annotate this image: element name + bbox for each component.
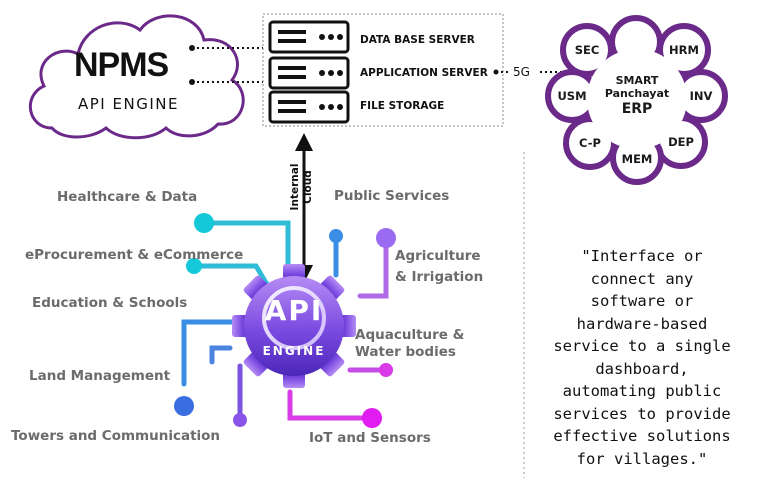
erp-node-mem: MEM <box>621 152 653 166</box>
erp-node-cp: C-P <box>579 136 601 150</box>
quote-line: "Interface or <box>581 247 703 265</box>
service-eprocurement-label: eProcurement & eCommerce <box>25 247 244 263</box>
npms-title: NPMS <box>74 46 169 84</box>
erp-center-line1: SMART <box>615 74 659 87</box>
quote-line: software or <box>590 292 694 310</box>
service-land-label: Land Management <box>29 368 171 384</box>
internal-cloud-line1: Internal <box>289 163 301 211</box>
erp-flower <box>545 15 728 185</box>
service-agriculture-label-1: Agriculture <box>395 248 481 264</box>
service-aquaculture-label-1: Aquaculture & <box>355 327 465 343</box>
service-aquaculture-label-2: Water bodies <box>355 344 456 360</box>
server-rack-icons <box>268 20 350 124</box>
service-connectors <box>181 220 389 423</box>
service-dots <box>174 213 396 428</box>
erp-center-line3: ERP <box>621 101 653 117</box>
erp-center-line2: Panchayat <box>604 87 670 100</box>
erp-node-inv: INV <box>689 89 713 103</box>
quote-line: hardware-based <box>576 314 708 333</box>
internal-cloud-label: Internal Cloud <box>289 157 319 217</box>
gear-engine-text: ENGINE <box>262 344 326 358</box>
erp-node-dep: DEP <box>668 135 694 149</box>
quote-line: dashboard, <box>595 359 689 378</box>
file-storage-label: FILE STORAGE <box>360 100 445 112</box>
service-public-label: Public Services <box>334 188 450 204</box>
erp-node-hrm: HRM <box>669 43 699 57</box>
service-agriculture-label-2: & Irrigation <box>395 269 484 285</box>
quote-block: "Interface or connect any software or ha… <box>528 245 756 470</box>
erp-node-usm: USM <box>557 89 587 103</box>
quote-line: connect any <box>590 269 694 288</box>
npms-subtitle: API ENGINE <box>78 95 179 113</box>
service-education-label: Education & Schools <box>32 295 188 311</box>
quote-line: for villages." <box>576 449 708 468</box>
quote-line: service to a single <box>553 337 731 355</box>
quote-line: automating public <box>562 382 722 400</box>
database-server-label: DATA BASE SERVER <box>360 34 475 46</box>
gear-api-text: API <box>264 294 324 327</box>
network-5g-label: 5G <box>513 65 530 79</box>
internal-cloud-line2: Cloud <box>302 170 314 204</box>
service-iot-label: IoT and Sensors <box>309 430 431 446</box>
quote-line: effective solutions <box>553 427 731 445</box>
service-towers-label: Towers and Communication <box>11 428 221 444</box>
api-engine-gear <box>232 264 356 388</box>
quote-line: services to provide <box>553 404 731 423</box>
erp-node-sec: SEC <box>574 43 600 57</box>
service-healthcare-label: Healthcare & Data <box>57 189 198 205</box>
application-server-label: APPLICATION SERVER <box>360 67 488 79</box>
